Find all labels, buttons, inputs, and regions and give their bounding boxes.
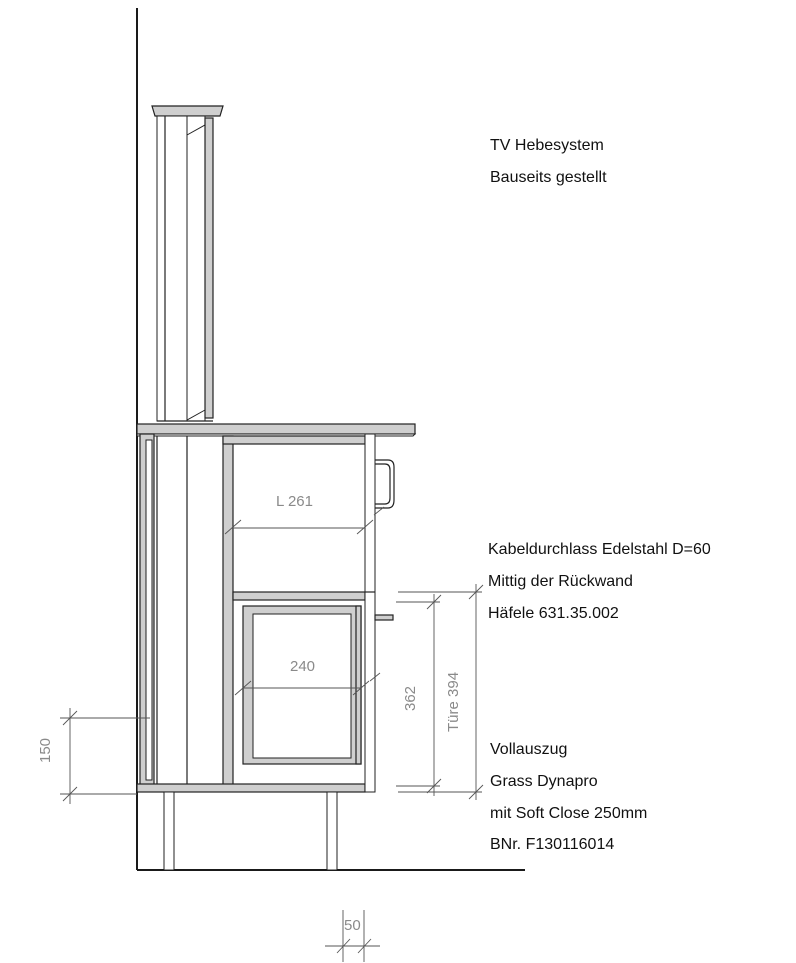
dimension-150: 150	[37, 708, 150, 804]
note-drawer-line-4: BNr. F130116014	[490, 836, 614, 853]
top-shelf	[222, 435, 366, 445]
tv-top-cap	[151, 105, 224, 117]
drawer-knob	[374, 614, 394, 621]
dimension-50: 50	[325, 910, 380, 962]
note-cable-line-1: Kabeldurchlass Edelstahl D=60	[488, 541, 711, 558]
leg-left	[163, 791, 175, 871]
tv-column	[156, 115, 188, 422]
cabinet-back-inner	[145, 439, 153, 781]
drawer-box-inner	[252, 613, 352, 759]
cabinet-divider	[222, 435, 234, 787]
leg-right	[326, 791, 338, 871]
tv-screen	[204, 117, 214, 419]
note-drawer-line-3: mit Soft Close 250mm	[490, 805, 647, 822]
dimension-tuere394: Türe 394	[398, 584, 484, 800]
dim-label-tuere394: Türe 394	[445, 672, 462, 732]
cabinet-front-panel	[364, 433, 376, 793]
worktop	[136, 423, 416, 435]
note-tv-line-1: TV Hebesystem	[490, 137, 604, 154]
cabinet	[136, 433, 395, 871]
dim-label-240: 240	[290, 658, 315, 675]
note-tv-line-2: Bauseits gestellt	[490, 169, 607, 186]
note-drawer-line-1: Vollauszug	[490, 741, 567, 758]
dimension-362: 362	[396, 594, 442, 796]
dimension-l261: L 261	[224, 493, 385, 535]
dim-label-l261: L 261	[276, 493, 313, 510]
tv-lift	[151, 105, 224, 422]
note-cable-line-3: Häfele 631.35.002	[488, 605, 619, 622]
upper-door-handle	[375, 459, 395, 509]
tv-screen-bracket	[186, 124, 206, 421]
dim-label-50: 50	[344, 917, 361, 934]
dimension-240: 240	[234, 658, 381, 696]
middle-shelf	[232, 591, 366, 601]
note-drawer-line-2: Grass Dynapro	[490, 773, 598, 790]
note-cable-line-2: Mittig der Rückwand	[488, 573, 633, 590]
dim-label-362: 362	[402, 686, 419, 711]
bottom-panel	[136, 783, 366, 793]
dim-label-150: 150	[37, 738, 54, 763]
